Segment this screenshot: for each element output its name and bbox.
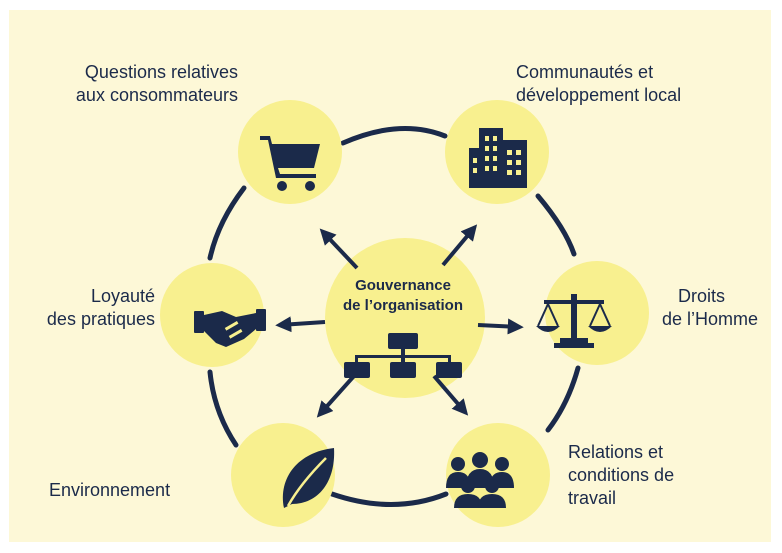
arrow-loyaute (275, 316, 326, 333)
label-communautes: Communautés et développement local (516, 62, 682, 105)
arrow-environnement (316, 374, 356, 418)
label-consommateurs: Questions relatives aux consommateurs (75, 62, 238, 105)
org-chart-icon (344, 333, 462, 378)
handshake-icon (194, 309, 266, 347)
circle-environnement (231, 423, 335, 527)
center-title-line2: de l’organisation (342, 297, 463, 314)
center-title: Gouvernance de l’organisation (318, 276, 488, 316)
building-icon (469, 128, 527, 188)
label-relations: Relations et conditions de travail (568, 442, 675, 508)
label-environnement: Environnement (49, 480, 171, 500)
scales-icon (536, 294, 612, 348)
arrow-relations (432, 374, 469, 416)
label-loyaute: Loyauté des pratiques (46, 286, 155, 329)
people-group-icon (446, 452, 514, 508)
shopping-cart-icon (260, 136, 320, 191)
center-title-line1: Gouvernance (355, 277, 451, 294)
label-droits: Droits de l’Homme (662, 286, 759, 329)
outer-ring (207, 126, 581, 507)
arrow-communautes (441, 224, 478, 267)
arrow-consommateurs (319, 228, 359, 270)
arrows (275, 224, 524, 418)
arrow-droits (477, 318, 524, 335)
leaf-icon (282, 448, 335, 508)
